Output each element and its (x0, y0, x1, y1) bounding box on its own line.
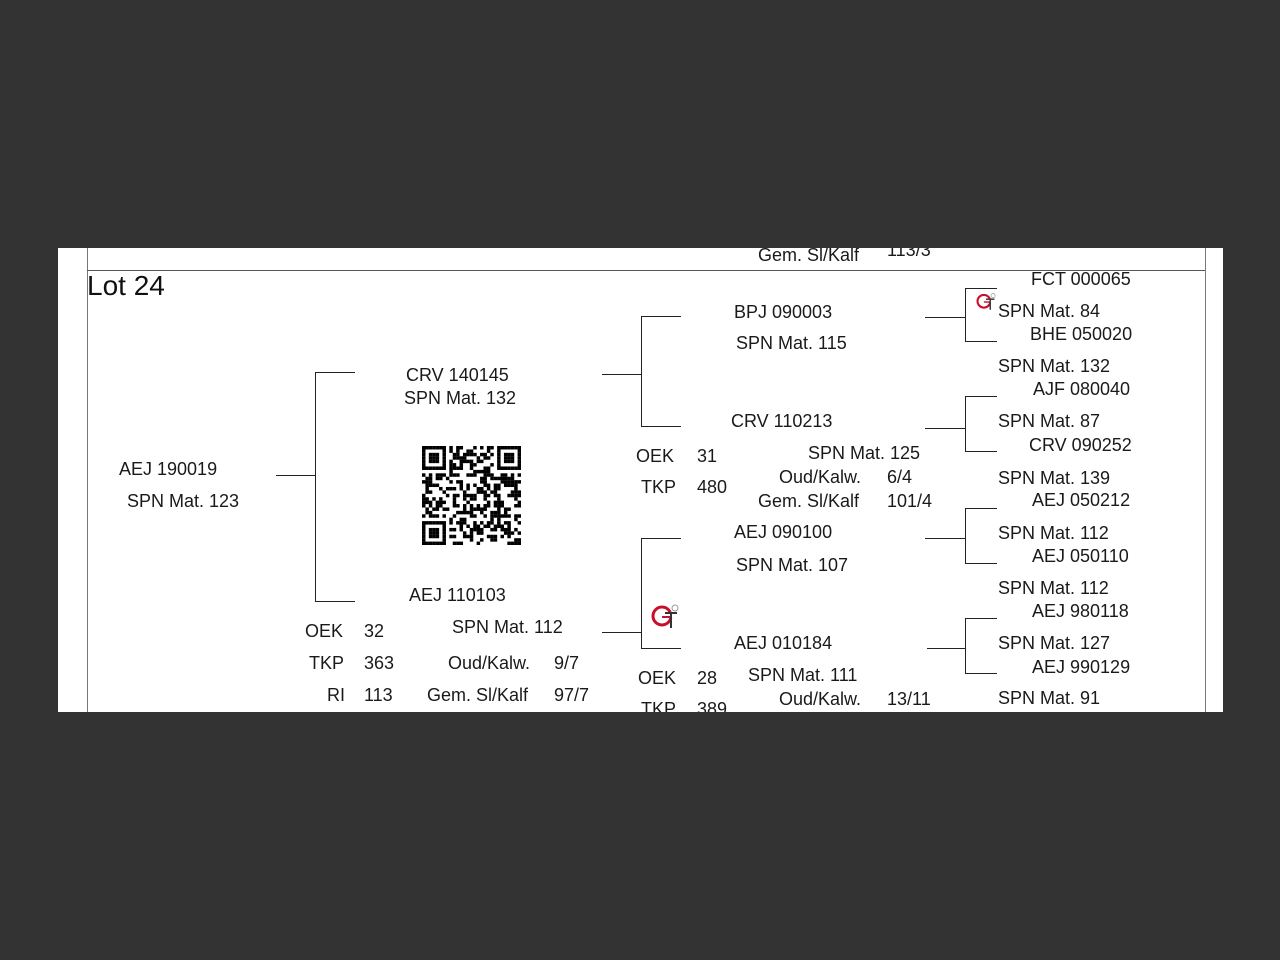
connector (641, 316, 681, 317)
connector (641, 426, 681, 427)
connector (965, 451, 997, 452)
sd-oek-label: OEK (636, 446, 675, 466)
sd-oek-value: 31 (697, 446, 718, 466)
connector (965, 673, 997, 674)
gen4-8-mat: SPN Mat. 91 (998, 688, 1101, 708)
dam-mat: SPN Mat. 112 (452, 617, 563, 637)
connector (965, 396, 966, 452)
gen4-3-mat: SPN Mat. 87 (998, 411, 1101, 431)
ds-id: AEJ 090100 (734, 522, 833, 542)
prev-gem-value: 113/3 (887, 248, 931, 260)
connector (965, 618, 997, 619)
sd-tkp-label: TKP (641, 477, 677, 497)
connector (965, 618, 966, 674)
connector (641, 316, 642, 427)
lot-separator (87, 270, 1205, 271)
dam-ri-value: 113 (364, 685, 393, 705)
gen4-8-id: AEJ 990129 (1032, 657, 1131, 677)
gen4-7-mat: SPN Mat. 127 (998, 633, 1111, 653)
gen4-7-id: AEJ 980118 (1032, 601, 1129, 621)
lot-title: Lot 24 (87, 270, 165, 301)
connector (315, 372, 316, 602)
prev-gem-label: Gem. Sl/Kalf (758, 248, 860, 265)
gt-logo-icon (976, 293, 996, 310)
connector (925, 428, 965, 429)
sd-gem-value: 101/4 (887, 491, 933, 511)
connector (965, 288, 966, 342)
gen4-4-id: CRV 090252 (1029, 435, 1132, 455)
gen4-1-mat: SPN Mat. 84 (998, 301, 1101, 321)
dd-mat: SPN Mat. 111 (748, 665, 858, 685)
connector (641, 648, 681, 649)
connector (315, 372, 355, 373)
dam-oud-value: 9/7 (554, 653, 580, 673)
sd-tkp-value: 480 (697, 477, 728, 497)
dd-id: AEJ 010184 (734, 633, 833, 653)
gen4-4-mat: SPN Mat. 139 (998, 468, 1111, 488)
dam-tkp-label: TKP (309, 653, 345, 673)
connector (965, 508, 997, 509)
sd-id: CRV 110213 (731, 411, 833, 431)
sd-oud-label: Oud/Kalw. (779, 467, 862, 487)
animal-id: AEJ 190019 (119, 459, 218, 479)
dam-oek-label: OEK (305, 621, 344, 641)
connector (965, 396, 997, 397)
sire-mat: SPN Mat. 132 (404, 388, 517, 408)
dd-oud-value: 13/11 (887, 689, 931, 709)
animal-mat: SPN Mat. 123 (127, 491, 240, 511)
dd-tkp-label: TKP (641, 699, 677, 712)
dd-oek-value: 28 (697, 668, 718, 688)
gt-logo-icon (651, 604, 679, 628)
connector (965, 288, 997, 289)
connector (315, 601, 355, 602)
gen4-2-mat: SPN Mat. 132 (998, 356, 1111, 376)
gen4-5-mat: SPN Mat. 112 (998, 523, 1109, 543)
connector (602, 632, 642, 633)
dd-tkp-value: 389 (697, 699, 728, 712)
page-right-border (1205, 248, 1206, 712)
dd-oek-label: OEK (638, 668, 677, 688)
connector (965, 563, 997, 564)
sd-mat: SPN Mat. 125 (808, 443, 921, 463)
pedigree-page: Gem. Sl/Kalf 113/3 Lot 24 AEJ 190019 SPN… (58, 248, 1223, 712)
gen4-5-id: AEJ 050212 (1032, 490, 1131, 510)
connector (927, 648, 965, 649)
qr-code-icon (422, 446, 521, 545)
connector (925, 538, 965, 539)
connector (276, 475, 316, 476)
ss-mat: SPN Mat. 115 (736, 333, 847, 353)
connector (641, 538, 642, 649)
gen4-6-id: AEJ 050110 (1032, 546, 1129, 566)
gen4-6-mat: SPN Mat. 112 (998, 578, 1109, 598)
connector (925, 317, 965, 318)
dam-gem-value: 97/7 (554, 685, 590, 705)
ss-id: BPJ 090003 (734, 302, 833, 322)
connector (965, 341, 997, 342)
dam-tkp-value: 363 (364, 653, 395, 673)
sire-id: CRV 140145 (406, 365, 509, 385)
connector (602, 374, 642, 375)
ds-mat: SPN Mat. 107 (736, 555, 849, 575)
page-left-border (87, 248, 88, 712)
dam-oek-value: 32 (364, 621, 385, 641)
dam-ri-label: RI (327, 685, 345, 705)
gen4-1-id: FCT 000065 (1031, 269, 1131, 289)
dd-oud-label: Oud/Kalw. (779, 689, 862, 709)
sd-oud-value: 6/4 (887, 467, 913, 487)
connector (965, 508, 966, 564)
dam-gem-label: Gem. Sl/Kalf (427, 685, 529, 705)
gen4-2-id: BHE 050020 (1030, 324, 1133, 344)
gen4-3-id: AJF 080040 (1033, 379, 1131, 399)
dam-oud-label: Oud/Kalw. (448, 653, 531, 673)
dam-id: AEJ 110103 (409, 585, 506, 605)
sd-gem-label: Gem. Sl/Kalf (758, 491, 860, 511)
connector (641, 538, 681, 539)
